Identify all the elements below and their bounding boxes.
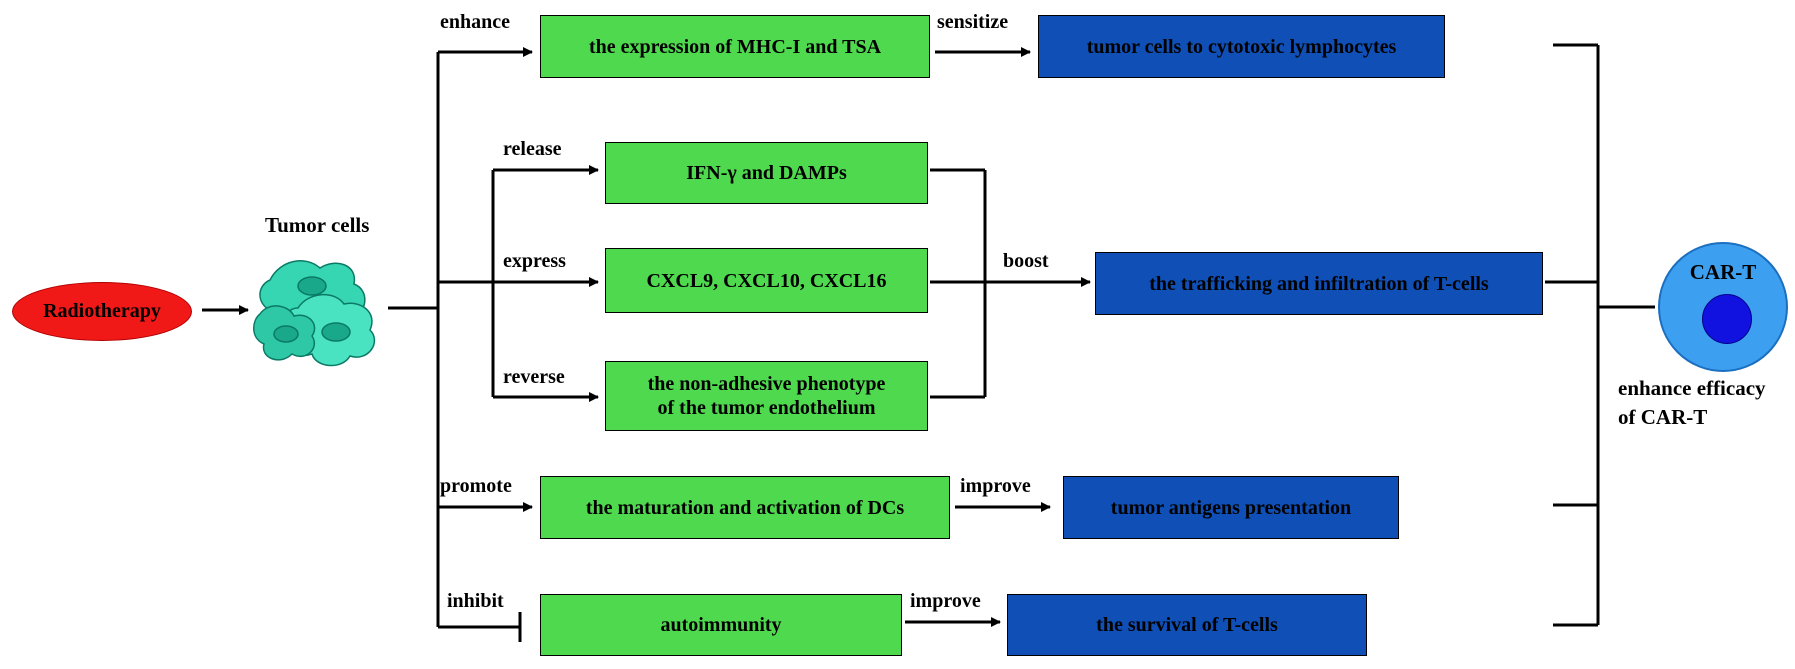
verb-boost: boost [1003, 250, 1049, 272]
mechanism-dc-text: the maturation and activation of DCs [585, 496, 905, 519]
verb-improve-1: improve [960, 475, 1031, 497]
mechanism-ifn-text: IFN-γ and DAMPs [686, 162, 847, 184]
cart-nucleus-icon [1702, 294, 1752, 344]
verb-release: release [503, 138, 562, 160]
mechanism-autoimmunity-box: autoimmunity [540, 594, 902, 656]
mechanism-cxcl-box: CXCL9, CXCL10, CXCL16 [605, 248, 928, 313]
radiotherapy-node: Radiotherapy [12, 282, 192, 341]
tumor-cells-icon [253, 260, 376, 367]
outcome-trafficking-box: the trafficking and infiltration of T-ce… [1095, 252, 1543, 315]
outcome-antigen-box: tumor antigens presentation [1063, 476, 1399, 539]
mechanism-mhc-box: the expression of MHC-I and TSA [540, 15, 930, 78]
mechanism-endothelium-line2: of the tumor endothelium [657, 397, 876, 419]
mechanism-cxcl-text: CXCL9, CXCL10, CXCL16 [646, 269, 887, 292]
mechanism-endothelium-line1: the non-adhesive phenotype [647, 373, 886, 395]
result-line1: enhance efficacy [1618, 376, 1766, 400]
tumor-cells-label: Tumor cells [265, 213, 370, 237]
outcome-survival-text: the survival of T-cells [1096, 614, 1278, 636]
mechanism-autoimmunity-text: autoimmunity [660, 614, 782, 636]
result-line2: of CAR-T [1618, 405, 1708, 429]
verb-inhibit: inhibit [447, 590, 504, 612]
mechanism-mhc-text: the expression of MHC-I and TSA [588, 35, 882, 58]
verb-sensitize: sensitize [937, 11, 1009, 33]
mechanism-dc-box: the maturation and activation of DCs [540, 476, 950, 539]
outcome-cytotoxic-box: tumor cells to cytotoxic lymphocytes [1038, 15, 1445, 78]
verb-express: express [503, 250, 566, 272]
radiotherapy-label: Radiotherapy [43, 300, 161, 322]
verb-promote: promote [440, 475, 512, 497]
mechanism-ifn-box: IFN-γ and DAMPs [605, 142, 928, 204]
verb-enhance: enhance [440, 11, 510, 33]
outcome-trafficking-text: the trafficking and infiltration of T-ce… [1149, 272, 1489, 295]
cart-cell: CAR-T [1658, 242, 1788, 372]
outcome-cytotoxic-text: tumor cells to cytotoxic lymphocytes [1086, 35, 1397, 58]
outcome-antigen-text: tumor antigens presentation [1110, 496, 1352, 519]
outcome-survival-box: the survival of T-cells [1007, 594, 1367, 656]
verb-reverse: reverse [503, 366, 565, 388]
verb-improve-2: improve [910, 590, 981, 612]
cart-label: CAR-T [1689, 260, 1757, 284]
mechanism-endothelium-box: the non-adhesive phenotype of the tumor … [605, 361, 928, 431]
